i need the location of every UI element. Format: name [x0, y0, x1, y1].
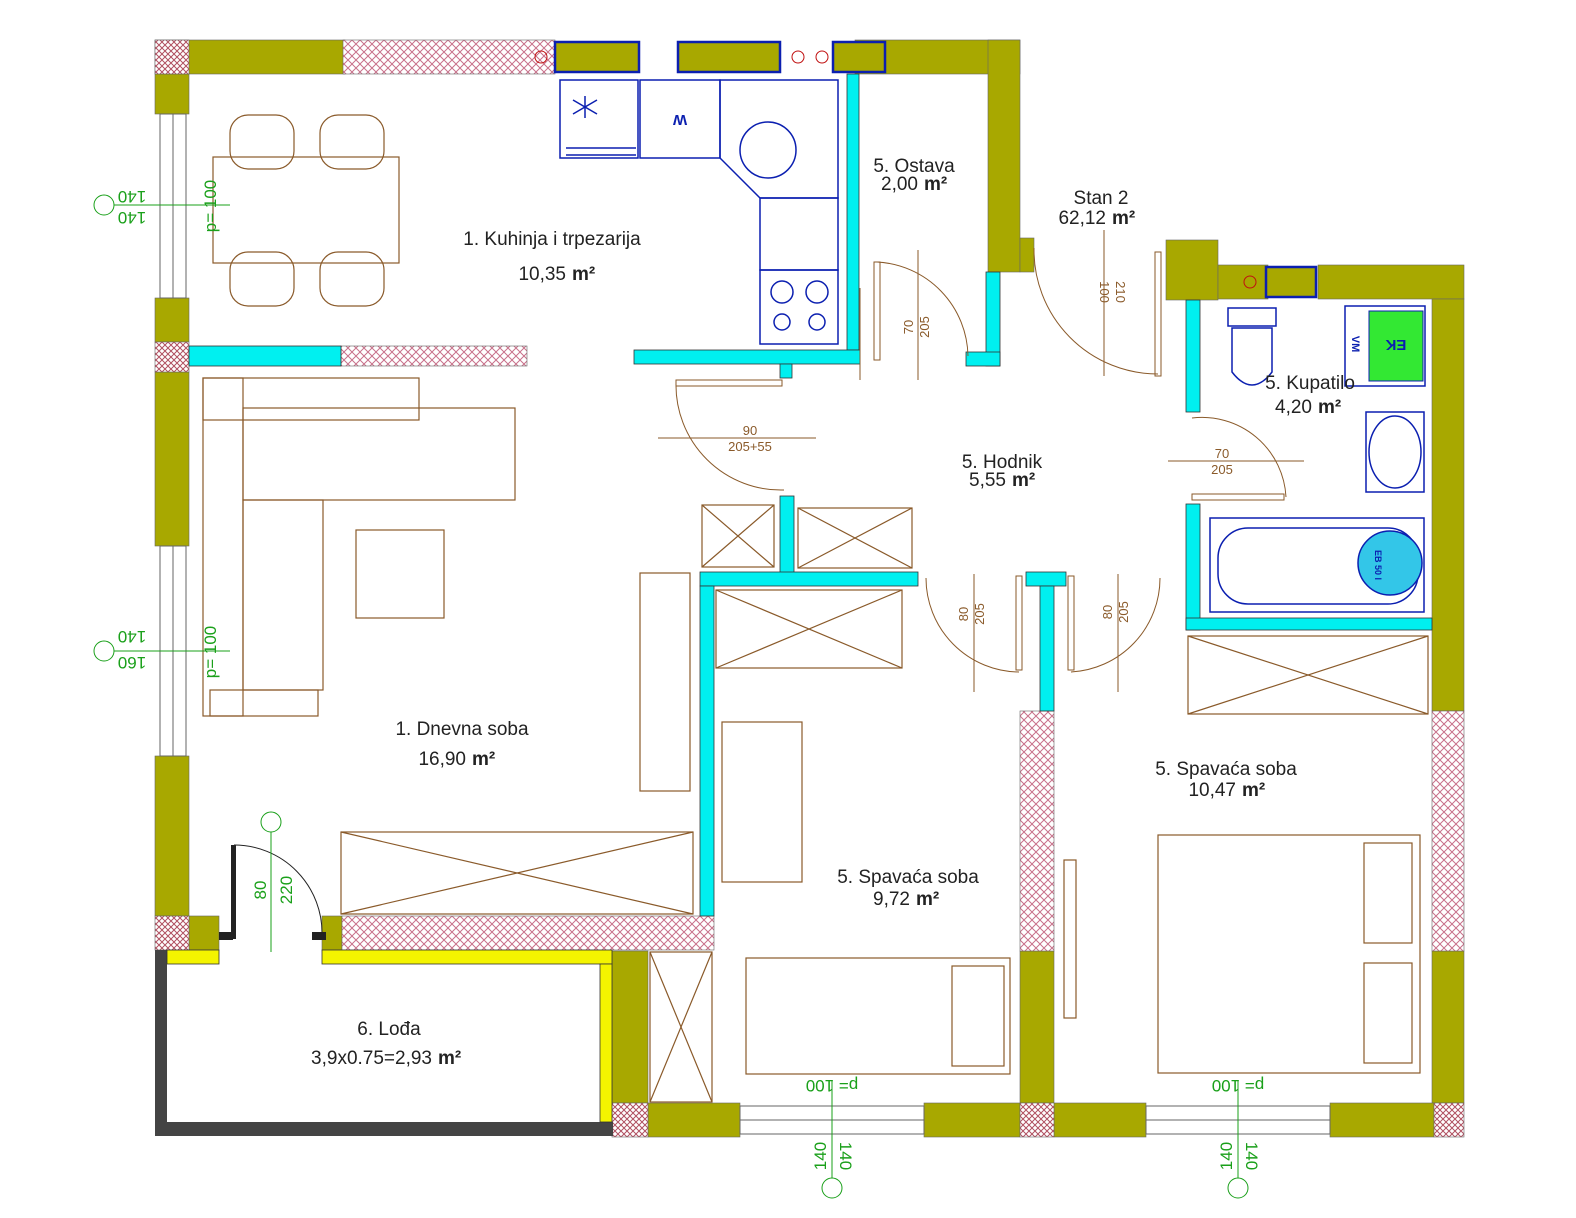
room-name-storage: 5. Ostava: [873, 156, 955, 177]
loggia-door: [219, 844, 326, 940]
electric-boiler-label: EB 50 l: [1373, 550, 1383, 580]
room-unit-storage: m²: [924, 174, 947, 195]
dining-table: [212, 114, 400, 307]
door-bathroom-width: 70: [1215, 446, 1229, 461]
room-unit-loggia: m²: [438, 1048, 461, 1069]
door-storage-height: 205: [917, 316, 932, 338]
apartment-area: 62,12: [1058, 208, 1106, 229]
window-bedroom1-sill: p= 100: [806, 1076, 858, 1095]
door-entry-height: 210: [1113, 281, 1128, 303]
window-kitchen-bottom: 140: [118, 208, 146, 227]
washing-machine-label: VM: [1349, 336, 1361, 353]
door-bedroom1-width: 80: [956, 607, 971, 621]
washer-label: W: [672, 111, 687, 128]
window-bedroom1-left: 140: [811, 1142, 830, 1170]
window-living-bottom: 160: [118, 653, 146, 672]
room-labels: 1. Kuhinja i trpezarija 10,35 m² 5. Osta…: [311, 156, 1355, 1069]
door-bedroom1-height: 205: [972, 603, 987, 625]
bed-double: [1157, 834, 1421, 1074]
insulated-partitions: [188, 73, 1433, 917]
sofa: [202, 377, 516, 717]
window-dimensions: 140 140 p= 100 140 160 p= 100 80 220 140…: [118, 180, 1264, 1170]
room-area-bedroom2: 10,47: [1188, 780, 1236, 801]
kitchen-strip-circles: [534, 50, 1257, 289]
room-unit-kitchen: m²: [572, 264, 595, 285]
window-bedroom2-right: 140: [1242, 1142, 1261, 1170]
dimension-markers: [93, 194, 1249, 1199]
room-name-hall: 5. Hodnik: [962, 452, 1043, 473]
room-area-storage: 2,00: [881, 174, 918, 195]
room-name-bedroom2: 5. Spavaća soba: [1155, 759, 1297, 780]
room-unit-bedroom2: m²: [1242, 780, 1265, 801]
room-area-living: 16,90: [418, 749, 466, 770]
door-bedroom2-height: 205: [1116, 601, 1131, 623]
loggia-area: [155, 949, 613, 1136]
window-living-sill: p= 100: [201, 626, 220, 678]
room-area-hall: 5,55: [969, 470, 1006, 491]
window-bedroom1-right: 140: [836, 1142, 855, 1170]
window-living-top: 140: [118, 627, 146, 646]
boiler-box: [1368, 310, 1424, 382]
room-area-loggia: 3,9x0.75=2,93: [311, 1048, 432, 1069]
door-dimensions: 90 205+55 70 205 100 210 70 205 80 205 8…: [728, 281, 1233, 625]
room-name-bathroom: 5. Kupatilo: [1265, 373, 1355, 394]
room-name-kitchen: 1. Kuhinja i trpezarija: [463, 229, 641, 250]
room-name-loggia: 6. Lođa: [357, 1019, 421, 1040]
hatched-partitions: [154, 39, 1465, 1138]
door-entry-width: 100: [1097, 281, 1112, 303]
door-storage-width: 70: [901, 320, 916, 334]
loggia-door-width: 80: [251, 881, 270, 900]
door-kitchen-height: 205+55: [728, 439, 772, 454]
kitchen-top-strip: [553, 40, 1318, 299]
door-bedroom2-width: 80: [1100, 605, 1115, 619]
window-kitchen-top: 140: [118, 187, 146, 206]
door-swings: [658, 230, 1304, 692]
kitchen-counter: [559, 79, 839, 345]
room-unit-bathroom: m²: [1318, 397, 1341, 418]
bed-single: [721, 721, 1011, 1075]
room-unit-hall: m²: [1012, 470, 1035, 491]
window-kitchen-sill: p= 100: [201, 180, 220, 232]
room-unit-living: m²: [472, 749, 495, 770]
room-unit-bedroom1: m²: [916, 889, 939, 910]
wardrobes: [340, 504, 1429, 1103]
door-bathroom-height: 205: [1211, 462, 1233, 477]
window-bedroom2-sill: p= 100: [1212, 1076, 1264, 1095]
room-name-living: 1. Dnevna soba: [395, 719, 529, 740]
room-area-bedroom1: 9,72: [873, 889, 910, 910]
boiler-label: EK: [1385, 336, 1406, 353]
room-name-bedroom1: 5. Spavaća soba: [837, 867, 979, 888]
room-area-bathroom: 4,20: [1275, 397, 1312, 418]
door-kitchen-width: 90: [743, 423, 757, 438]
exterior-walls: [154, 39, 1465, 1138]
room-area-kitchen: 10,35: [518, 264, 566, 285]
window-bedroom2-left: 140: [1217, 1142, 1236, 1170]
apartment-unit: m²: [1112, 208, 1135, 229]
apartment-name: Stan 2: [1074, 188, 1129, 209]
loggia-door-height: 220: [277, 876, 296, 904]
bathroom-fixtures: [1209, 305, 1426, 613]
